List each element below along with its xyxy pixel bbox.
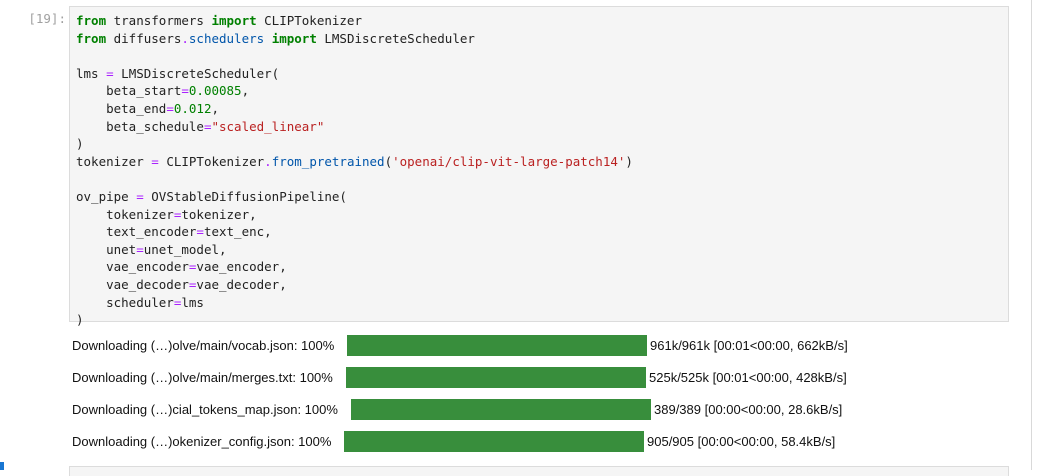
active-cell-indicator: [0, 462, 4, 470]
code-token: LMSDiscreteScheduler: [316, 30, 475, 46]
code-line: beta_end=0.012,: [76, 100, 633, 118]
code-line: beta_schedule="scaled_linear": [76, 118, 633, 136]
code-line: lms = LMSDiscreteScheduler(: [76, 65, 633, 83]
code-token: ,: [241, 83, 250, 99]
code-token: vae_decoder,: [196, 276, 287, 292]
code-line: tokenizer=tokenizer,: [76, 206, 633, 224]
progress-bar-fill: [351, 399, 651, 420]
code-line: ): [76, 311, 633, 329]
code-token: =: [173, 294, 182, 310]
download-label: Downloading (…)olve/main/merges.txt: 100…: [72, 370, 333, 385]
progress-bar-fill: [347, 335, 647, 356]
code-token: tokenizer,: [181, 206, 257, 222]
code-token: CLIPTokenizer: [158, 153, 265, 169]
code-token: 0.00085: [188, 83, 242, 99]
code-token: =: [151, 153, 159, 169]
code-token: beta_start: [76, 83, 182, 99]
code-line: vae_decoder=vae_decoder,: [76, 276, 633, 294]
code-token: =: [196, 224, 204, 240]
code-token: .: [264, 153, 272, 169]
code-token: ,: [211, 100, 220, 116]
code-token: =: [188, 276, 197, 292]
code-token: text_encoder: [76, 224, 197, 240]
code-token: from_pretrained: [271, 153, 385, 169]
cell-prompt: [19]:: [28, 11, 66, 26]
code-line: unet=unet_model,: [76, 241, 633, 259]
code-token: ): [76, 312, 84, 328]
download-stats: 389/389 [00:00<00:00, 28.6kB/s]: [654, 402, 843, 417]
code-line: [76, 47, 633, 65]
code-token: unet_model,: [143, 241, 227, 257]
code-token: =: [106, 65, 114, 81]
code-token: tokenizer: [76, 206, 174, 222]
progress-bar: [351, 399, 651, 420]
code-token: =: [203, 118, 212, 134]
code-token: from: [76, 30, 107, 46]
code-token: vae_decoder: [76, 276, 189, 292]
code-token: import: [211, 13, 257, 28]
code-token: ): [625, 153, 633, 169]
code-token: OVStableDiffusionPipeline(: [143, 188, 347, 204]
code-token: scheduler: [76, 294, 174, 310]
download-label: Downloading (…)okenizer_config.json: 100…: [72, 434, 332, 449]
progress-bar: [346, 367, 646, 388]
code-token: from: [76, 13, 107, 28]
code-token: .: [181, 30, 189, 46]
code-line: beta_start=0.00085,: [76, 82, 633, 100]
progress-bar: [347, 335, 647, 356]
code-token: ): [76, 136, 84, 152]
progress-bar-fill: [344, 431, 644, 452]
download-stats: 961k/961k [00:01<00:00, 662kB/s]: [650, 338, 848, 353]
code-line: ov_pipe = OVStableDiffusionPipeline(: [76, 188, 633, 206]
notebook-right-border: [1031, 0, 1032, 470]
code-token: =: [136, 188, 144, 204]
code-token: diffusers: [106, 30, 182, 46]
code-token: schedulers: [188, 30, 265, 46]
code-token: =: [173, 206, 182, 222]
code-token: =: [181, 83, 189, 99]
code-token: text_enc,: [203, 224, 272, 240]
download-label: Downloading (…)olve/main/vocab.json: 100…: [72, 338, 335, 353]
code-token: 0.012: [173, 100, 212, 116]
download-stats: 525k/525k [00:01<00:00, 428kB/s]: [649, 370, 847, 385]
code-line: tokenizer = CLIPTokenizer.from_pretraine…: [76, 153, 633, 171]
code-token: beta_end: [76, 100, 167, 116]
code-line: from diffusers.schedulers import LMSDisc…: [76, 30, 633, 48]
code-token: beta_schedule: [76, 118, 204, 134]
code-line: ): [76, 135, 633, 153]
progress-bar-fill: [346, 367, 646, 388]
code-token: unet: [76, 241, 137, 257]
code-token: vae_encoder: [76, 259, 189, 275]
code-token: (: [384, 153, 393, 169]
code-token: lms: [76, 65, 107, 81]
code-token: 'openai/clip-vit-large-patch14': [392, 153, 626, 169]
progress-bar: [344, 431, 644, 452]
download-label: Downloading (…)cial_tokens_map.json: 100…: [72, 402, 338, 417]
code-token: import: [271, 30, 317, 46]
code-line: scheduler=lms: [76, 294, 633, 312]
next-code-cell[interactable]: [69, 466, 1009, 476]
code-token: [264, 31, 272, 46]
code-token: vae_encoder,: [196, 259, 287, 275]
code-token: =: [166, 100, 174, 116]
code-token: tokenizer: [76, 153, 152, 169]
download-stats: 905/905 [00:00<00:00, 58.4kB/s]: [647, 434, 836, 449]
code-token: transformers: [106, 13, 212, 28]
code-token: =: [188, 259, 197, 275]
code-token: CLIPTokenizer: [256, 13, 362, 28]
code-token: =: [136, 241, 144, 257]
code-line: from transformers import CLIPTokenizer: [76, 12, 633, 30]
code-token: "scaled_linear": [211, 118, 325, 134]
code-token: ov_pipe: [76, 188, 137, 204]
code-line: text_encoder=text_enc,: [76, 223, 633, 241]
code-line: vae_encoder=vae_encoder,: [76, 258, 633, 276]
code-token: LMSDiscreteScheduler(: [113, 65, 280, 81]
code-line: [76, 170, 633, 188]
code-token: lms: [181, 294, 204, 310]
